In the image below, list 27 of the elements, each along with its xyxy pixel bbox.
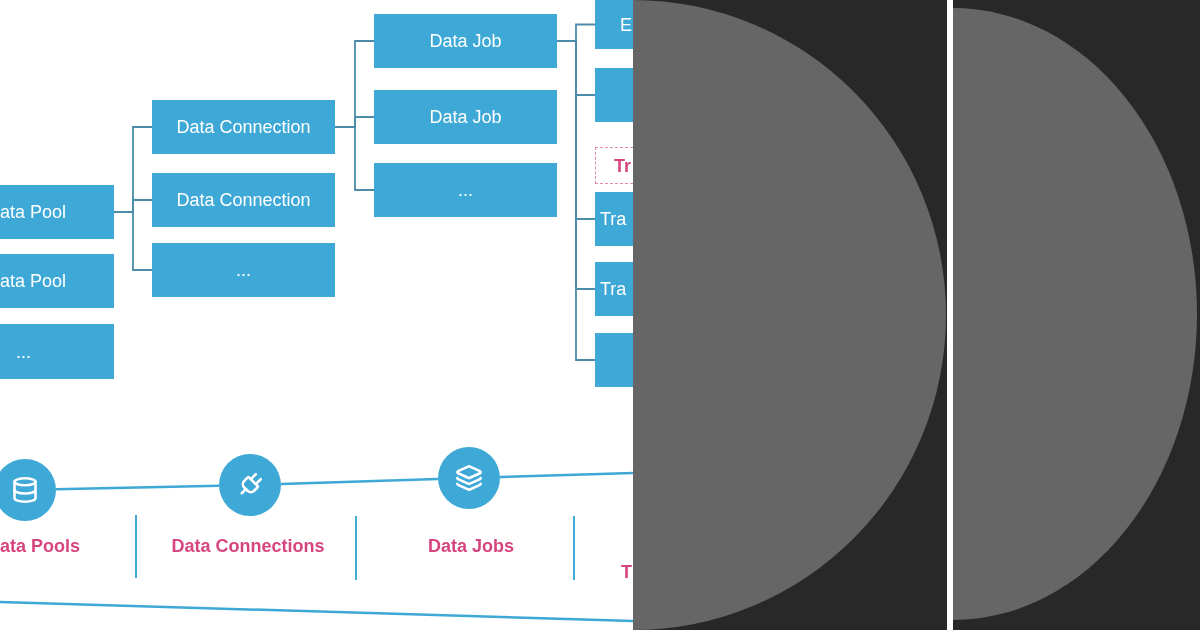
tree-box: ata Pool	[0, 254, 114, 308]
tree-box: Data Connection	[152, 100, 335, 154]
stage-label: Data Connections	[171, 535, 325, 557]
tree-box: Data Job	[374, 90, 557, 144]
icon-circle	[219, 454, 281, 516]
tree-box: Tra	[595, 262, 633, 316]
tree-box: Tra	[595, 192, 633, 246]
connector-line	[113, 211, 153, 271]
tree-box: Data Job	[374, 14, 557, 68]
tree-box: ata Pool	[0, 185, 114, 239]
tree-box: E	[595, 0, 633, 49]
stage-label: T	[621, 561, 632, 583]
connector-line	[499, 471, 634, 479]
tree-box: ...	[152, 243, 335, 297]
dashed-box: Tr	[595, 147, 633, 184]
connector-line	[334, 126, 375, 191]
tree-box	[595, 68, 633, 122]
tree-box: Data Connection	[152, 173, 335, 227]
tree-box: ...	[0, 324, 114, 379]
connector-line	[556, 40, 596, 361]
stage-label: Data Jobs	[428, 535, 514, 557]
connector-line	[55, 484, 220, 491]
stage-label: ata Pools	[0, 535, 81, 557]
connector-line	[280, 477, 439, 486]
tree-box: ...	[374, 163, 557, 217]
tree-box	[595, 333, 633, 387]
icon-circle	[438, 447, 500, 509]
